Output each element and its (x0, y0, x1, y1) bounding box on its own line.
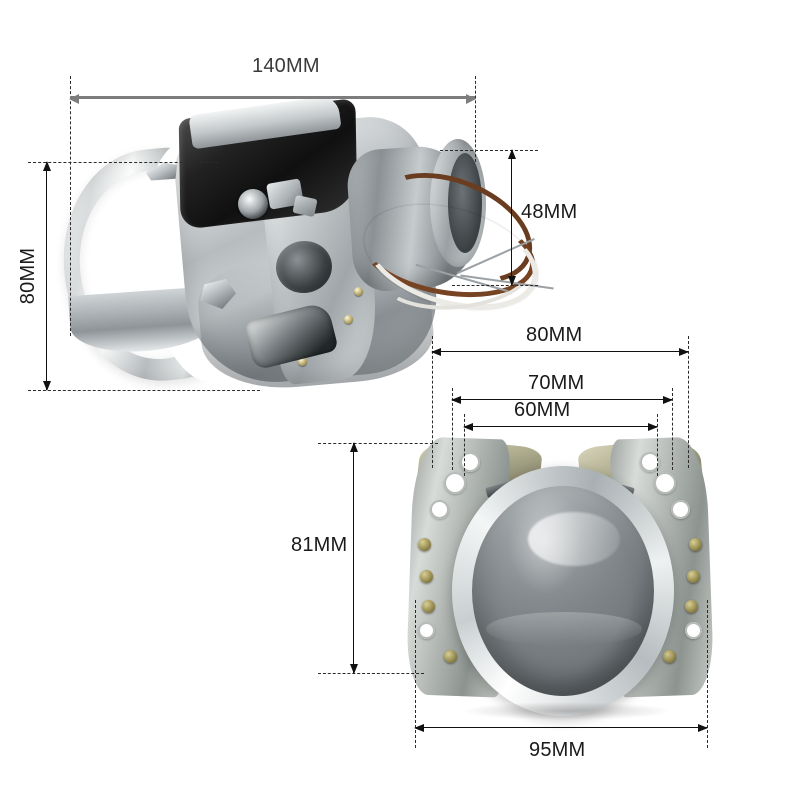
extension-line-80mm-left (432, 336, 433, 468)
extension-line-48mm-top (440, 150, 538, 151)
mounting-hole (671, 500, 690, 519)
mounting-hole (640, 452, 660, 472)
product-image-angled-view (52, 94, 554, 405)
rivet (298, 357, 307, 366)
dimension-label-80mm-width: 80MM (526, 324, 583, 346)
solenoid-pivot (238, 189, 268, 219)
mounting-hole (685, 622, 702, 639)
bracket-bolt (685, 600, 698, 613)
dimension-label-80mm-height: 80MM (17, 247, 39, 305)
extension-line-95mm-right (707, 600, 708, 748)
bracket-bolt (418, 538, 431, 551)
bracket-bolt (444, 650, 457, 663)
bracket-bolt (687, 570, 700, 583)
drop-shadow (464, 702, 670, 720)
dimension-label-81mm: 81MM (291, 534, 348, 556)
dimension-arrow-95mm (414, 724, 708, 732)
extension-line-60mm-right (657, 414, 658, 476)
mounting-hole (430, 500, 449, 519)
lens-retaining-ring (452, 466, 674, 716)
bracket-bolt (420, 570, 433, 583)
product-image-front-view (404, 435, 716, 730)
extension-line-80mm-bottom (28, 390, 260, 391)
rivet (354, 287, 363, 296)
dimension-label-70mm: 70MM (528, 372, 585, 394)
lens-highlight (528, 512, 620, 566)
projector-lens-glass (472, 486, 654, 696)
dimension-arrow-48mm (507, 149, 516, 286)
extension-line-140mm-right (475, 76, 476, 162)
dimension-arrow-70mm (451, 396, 673, 404)
extension-line-70mm-left (452, 388, 453, 470)
bracket-bolt (422, 600, 435, 613)
bracket-bolt (663, 650, 676, 663)
dimension-arrow-80mm-height (42, 161, 51, 391)
dimension-label-60mm: 60MM (514, 399, 571, 421)
dimension-arrow-60mm (463, 423, 658, 431)
extension-line-80mm-top (28, 162, 218, 163)
dimension-arrow-81mm (349, 442, 358, 674)
extension-line-95mm-left (415, 600, 416, 748)
lens-reflection-band (486, 612, 642, 646)
dimension-arrow-80mm-width (431, 348, 689, 356)
barrel-cap (448, 153, 482, 253)
extension-line-140mm-left (70, 76, 71, 336)
dimension-label-140mm: 140MM (252, 55, 320, 77)
extension-line-81mm-top (318, 443, 438, 444)
extension-line-48mm-bottom (452, 285, 538, 286)
dimension-label-48mm: 48MM (521, 201, 578, 223)
dimension-arrow-140mm (69, 94, 476, 104)
extension-line-60mm-left (464, 414, 465, 476)
mounting-hole (460, 452, 480, 472)
mounting-hole (418, 622, 435, 639)
mounting-hole (444, 472, 466, 494)
rivet (344, 315, 353, 324)
dimension-label-95mm: 95MM (529, 739, 586, 761)
extension-line-80mm-right (688, 336, 689, 468)
mounting-hole (654, 472, 676, 494)
extension-line-70mm-right (672, 388, 673, 470)
extension-line-81mm-bottom (318, 673, 424, 674)
bracket-bolt (689, 538, 702, 551)
